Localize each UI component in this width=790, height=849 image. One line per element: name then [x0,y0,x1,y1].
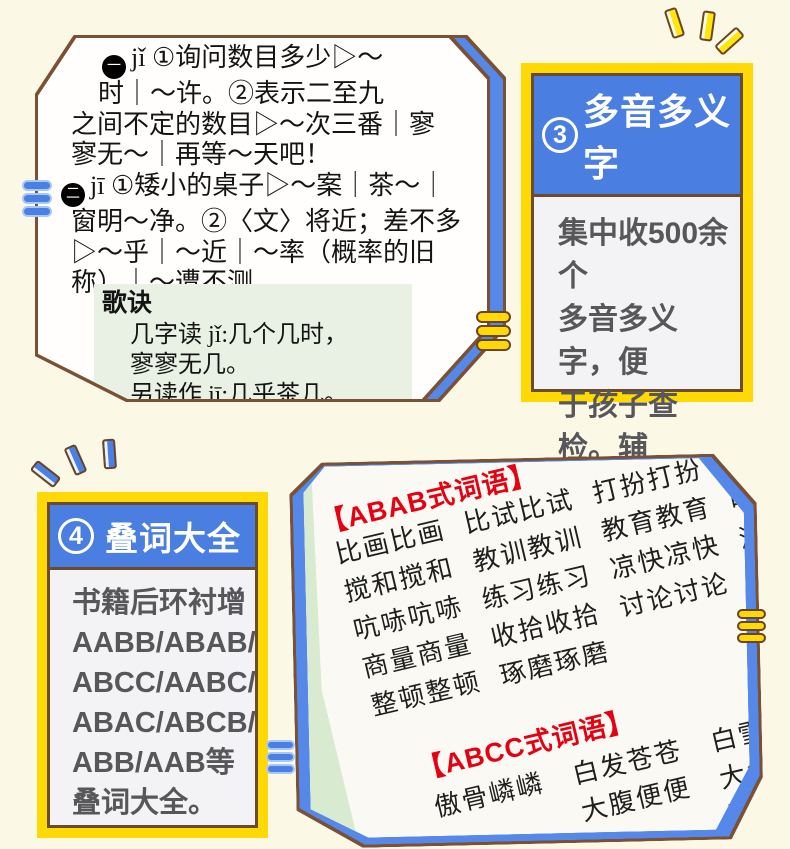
circled-number: 4 [58,518,94,554]
sparkle-icon [663,6,686,40]
entry-line: 窗明～净。②〈文〉将近；差不多 [71,207,462,236]
yellow-grip-icon [476,311,511,351]
yellow-grip-icon [737,609,766,643]
gejue-note: 歌诀 几字读 jǐ:几个几时， 寥寥无几。 另读作 jī:几乎茶几。 [94,284,412,408]
sparkle-icon [714,26,745,56]
entry2-circle-marker: 二 [61,183,85,207]
gejue-title: 歌诀 [102,290,153,317]
sparkle-icon [101,438,118,470]
entry1-circle-marker: 一 [102,55,126,80]
blue-grip-icon [266,740,295,774]
sparkle-icon [29,459,62,489]
entry-line: ▷～乎｜～近｜～率（概率的旧 [71,237,436,267]
feature-box-header: 3 多音多义字 [534,76,740,197]
entry-line: 寥无～｜再等～天吧！ [71,140,332,170]
blue-grip-icon [22,180,52,217]
feature-title: 叠词大全 [105,520,241,557]
gejue-line: 几字读 jǐ:几个几时， [130,322,349,348]
circled-number: 3 [542,117,578,153]
sparkle-icon [698,10,717,42]
feature-title: 多音多义字 [583,91,732,184]
entry-line: 之间不定的数目▷～次三番｜寥 [71,109,436,139]
feature-box-reduplication: 4 叠词大全 书籍后环衬增 AABB/ABAB/ ABCC/AABC/ ABAC… [37,492,268,838]
entry-line: 时｜～许。②表示二至九 [98,79,385,109]
gejue-line: 寥寥无几。 [130,352,250,378]
sparkle-icon [63,443,88,477]
feature-box-polyphonic: 3 多音多义字 集中收500余个 多音多义字，便 于孩子查检。辅 以歌诀，轻松记… [521,63,753,594]
gejue-line: 另读作 jī:几乎茶几。 [130,382,349,408]
feature-description: 书籍后环衬增 AABB/ABAB/ ABCC/AABC/ ABAC/ABCB/ … [72,587,256,819]
feature-box-header: 4 叠词大全 [50,505,255,570]
